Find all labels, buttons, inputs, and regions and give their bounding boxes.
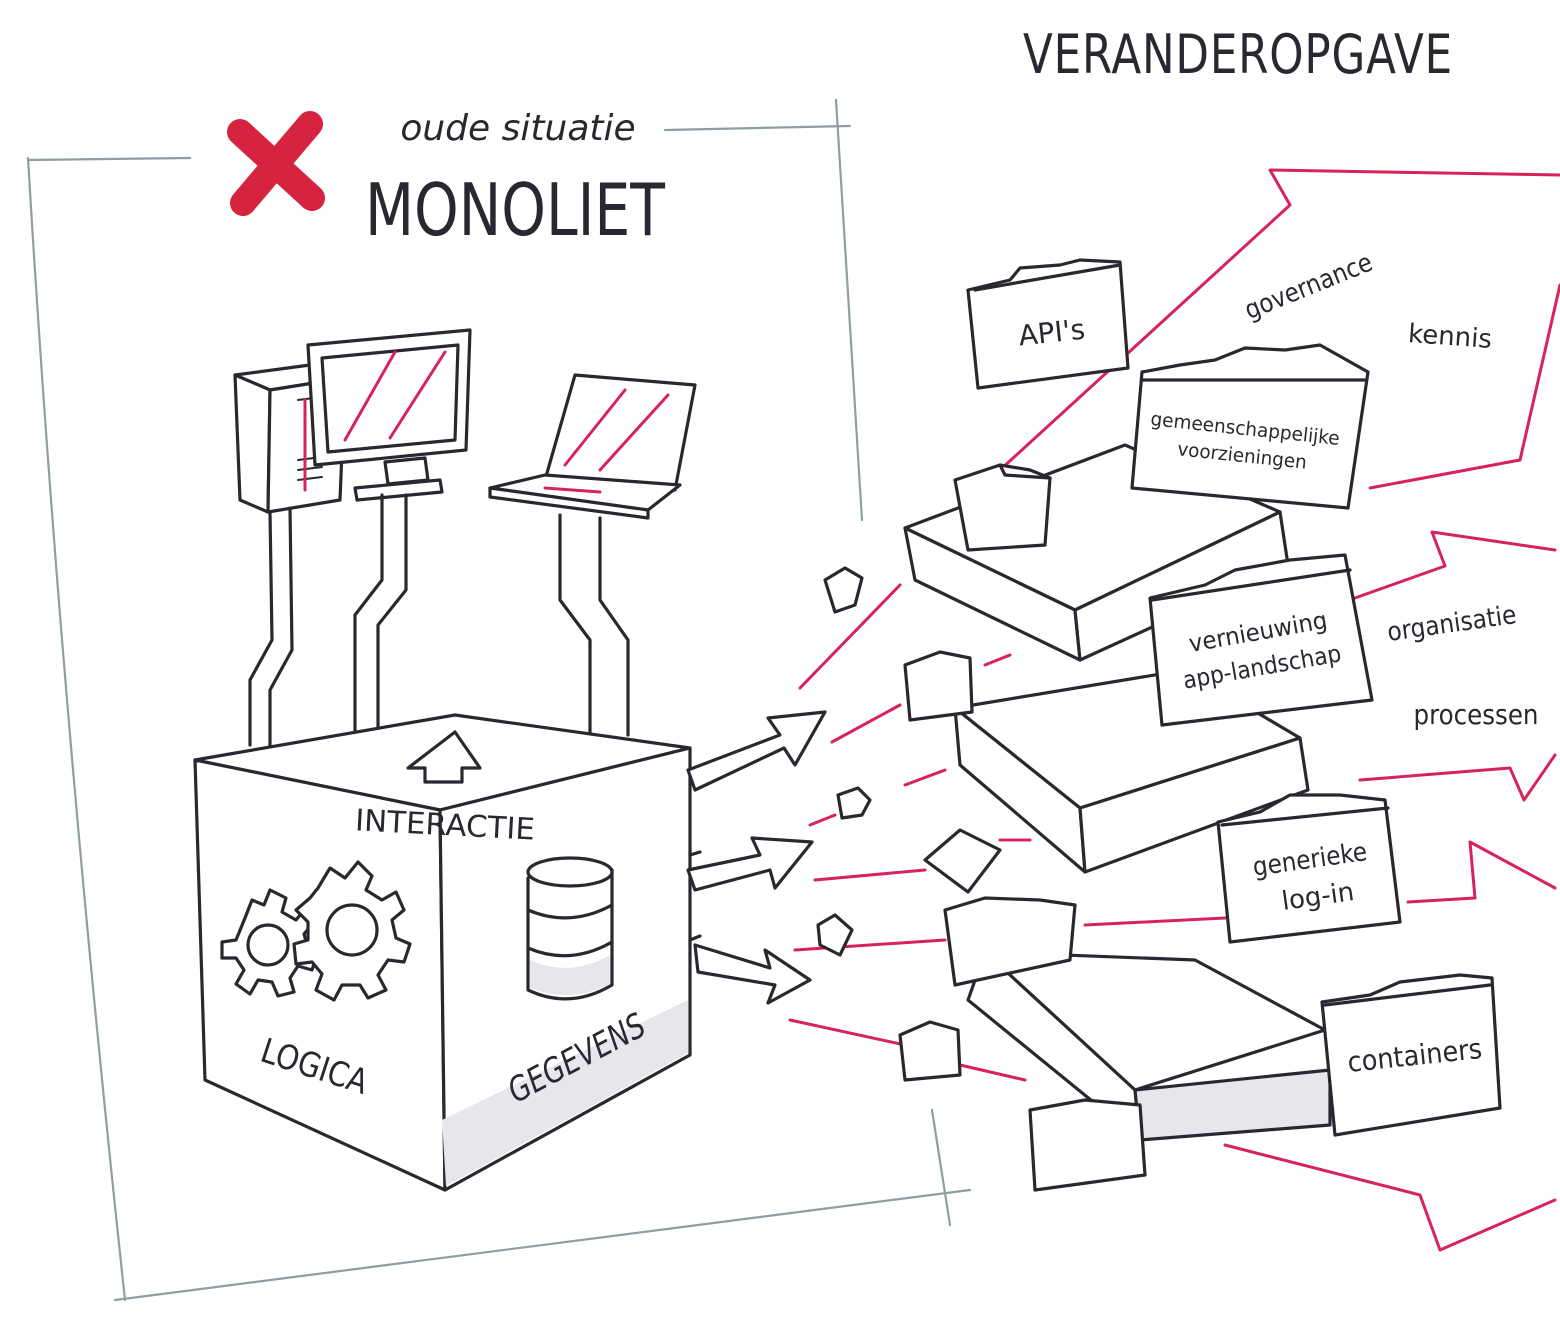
arrow-containers: [1223, 1143, 1557, 1252]
page-title: VERANDEROPGAVE: [1023, 23, 1453, 86]
arrow-login: [1083, 840, 1557, 927]
label-kennis: kennis: [1407, 319, 1493, 355]
label-organisatie: organisatie: [1385, 600, 1518, 648]
database-icon: [526, 856, 614, 1001]
monoliet-heading: MONOLIET: [365, 168, 666, 252]
folder-vernieuwing: [1148, 553, 1374, 727]
slab-3: [966, 950, 1332, 1142]
label-processen: processen: [1414, 698, 1539, 731]
folder-gemeenschappelijke: [1130, 343, 1370, 510]
cube-arrows: [686, 710, 827, 1005]
cross-icon: [227, 111, 325, 216]
label-governance: governance: [1241, 248, 1377, 326]
folder-containers: [1320, 973, 1502, 1137]
folder-generieke-login: [1216, 793, 1402, 944]
folder-fragments: [816, 463, 1147, 1192]
monolith-cube: [193, 713, 702, 1192]
old-situation-frame: [26, 98, 972, 1302]
arrow-organisatie: [1353, 530, 1557, 802]
folder-apis-label: API's: [1017, 313, 1087, 353]
fragment-lines: [788, 583, 1032, 1082]
desktop-computer-icon: [233, 328, 472, 750]
gears-icon: [220, 860, 412, 1002]
folder-apis: [966, 258, 1130, 390]
old-situation-caption: oude situatie: [400, 108, 635, 149]
arrow-governance: [998, 168, 1560, 490]
laptop-icon: [488, 373, 697, 737]
